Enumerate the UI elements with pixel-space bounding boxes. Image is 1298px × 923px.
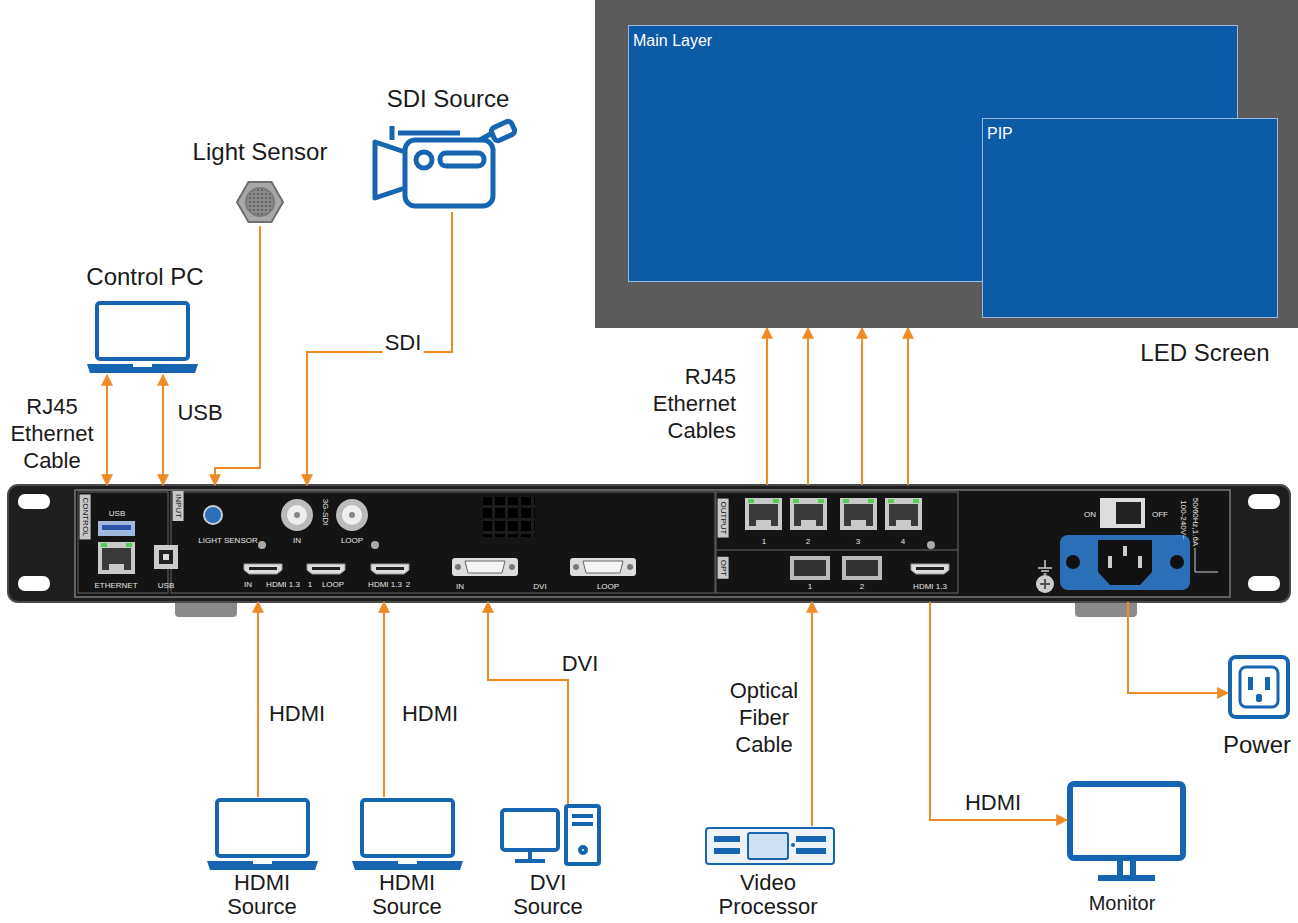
pip-layer: PIP <box>982 118 1278 318</box>
cable-label: HDMI <box>400 701 460 726</box>
port-label: 50/60Hz,1.6A <box>1190 498 1199 546</box>
node-label: HDMI Source <box>207 871 317 919</box>
cable-label: RJ45 Ethernet Cables <box>604 363 738 444</box>
port-label: DVI <box>533 582 546 591</box>
node-label: Main Layer <box>633 32 712 50</box>
cable-connector <box>488 602 568 804</box>
processor-icon: Video Processor <box>705 826 835 866</box>
cable-connector <box>861 328 863 485</box>
cable-connector <box>807 328 809 485</box>
camera-icon: SDI Source <box>368 118 523 212</box>
port-label: USB <box>109 509 125 518</box>
port-label: USB <box>158 581 174 590</box>
port-label: LIGHT SENSOR <box>198 536 257 545</box>
port-label: 3 <box>856 537 860 546</box>
cable-connector <box>106 375 108 485</box>
cable-label: RJ45 Ethernet Cable <box>2 393 102 474</box>
cable-label: Optical Fiber Cable <box>717 677 811 758</box>
laptop-icon: HDMI Source <box>350 797 465 872</box>
node-label: HDMI Source <box>352 871 462 919</box>
node-label: OUTPUT <box>717 499 728 538</box>
cable-label: SDI <box>383 330 424 355</box>
node-label: INPUT <box>172 491 183 521</box>
node-label: Monitor <box>1089 892 1156 915</box>
port-label: LOOP <box>322 580 344 589</box>
cable-connector <box>811 602 813 826</box>
port-label: IN <box>244 580 252 589</box>
power-icon: Power <box>1228 655 1290 719</box>
cable-connector <box>1128 602 1228 693</box>
node-label: Video Processor <box>693 871 843 919</box>
node-label: CONTROL <box>79 494 90 539</box>
node-label: OPT <box>717 557 728 579</box>
node-label: PIP <box>987 125 1013 143</box>
port-label: HDMI 1.3 <box>266 580 300 589</box>
cable-connector <box>307 212 452 485</box>
node-label: Control PC <box>86 263 203 291</box>
node-label: Power <box>1223 731 1291 759</box>
port-label: LOOP <box>597 582 619 591</box>
port-label: ON <box>1084 510 1096 519</box>
port-label: 4 <box>901 537 905 546</box>
port-label: ETHERNET <box>94 581 137 590</box>
cable-label: HDMI <box>963 790 1023 815</box>
port-label: 1 <box>308 580 312 589</box>
port-label: HDMI 1.3 <box>368 580 402 589</box>
node-label: Light Sensor <box>193 138 328 166</box>
cable-connector <box>930 602 1067 820</box>
port-label: HDMI 1.3 <box>913 582 947 591</box>
port-label: 2 <box>406 580 410 589</box>
port-label: 1 <box>762 537 766 546</box>
port-label: IN <box>456 582 464 591</box>
monitor-icon: Monitor <box>1067 781 1186 881</box>
node-label: DVI Source <box>493 871 603 919</box>
node-label: LED Screen <box>1140 339 1269 367</box>
cable-connector <box>383 602 385 797</box>
laptop-icon: HDMI Source <box>205 797 320 872</box>
cable-connector <box>257 602 259 797</box>
port-label: LOOP <box>341 536 363 545</box>
port-label: IN <box>293 536 301 545</box>
port-label: 3G-SDI <box>320 499 329 526</box>
node-label: SDI Source <box>387 85 510 113</box>
cable-connector <box>215 226 260 485</box>
cable-label: DVI <box>560 651 601 676</box>
cable-connector <box>162 375 164 485</box>
sensor-icon: Light Sensor <box>236 178 284 226</box>
laptop-icon: Control PC <box>85 300 200 375</box>
desktop-icon: DVI Source <box>498 804 602 866</box>
cable-label: HDMI <box>267 701 327 726</box>
cable-label: USB <box>175 400 224 425</box>
cable-connector <box>766 328 768 485</box>
port-label: 100-240V~ <box>1178 500 1187 539</box>
port-label: 1 <box>808 582 812 591</box>
port-label: OFF <box>1152 510 1168 519</box>
cable-connector <box>907 328 909 485</box>
port-label: 2 <box>806 537 810 546</box>
port-label: 2 <box>860 582 864 591</box>
led-screen: LED ScreenMain LayerPIP <box>595 0 1298 328</box>
